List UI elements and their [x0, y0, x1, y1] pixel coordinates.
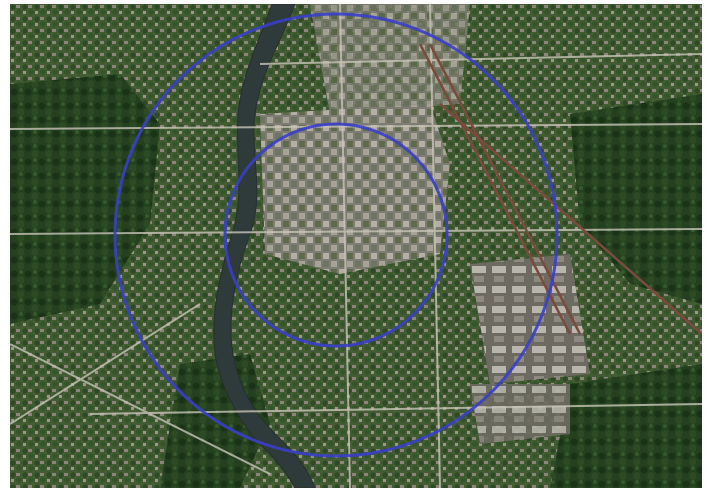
aerial-map-canvas[interactable]	[10, 4, 702, 488]
inner-radius-ring[interactable]	[223, 122, 449, 348]
east-forest	[570, 94, 702, 304]
industrial-area	[470, 254, 590, 384]
downtown-area	[260, 104, 450, 274]
outer-radius-ring[interactable]	[113, 12, 559, 458]
river	[213, 4, 316, 488]
southeast-forest	[550, 364, 702, 488]
railway-lines	[418, 43, 702, 335]
aerial-map-view[interactable]	[10, 4, 702, 488]
west-forest	[10, 74, 160, 324]
industrial-area-south	[470, 384, 570, 444]
